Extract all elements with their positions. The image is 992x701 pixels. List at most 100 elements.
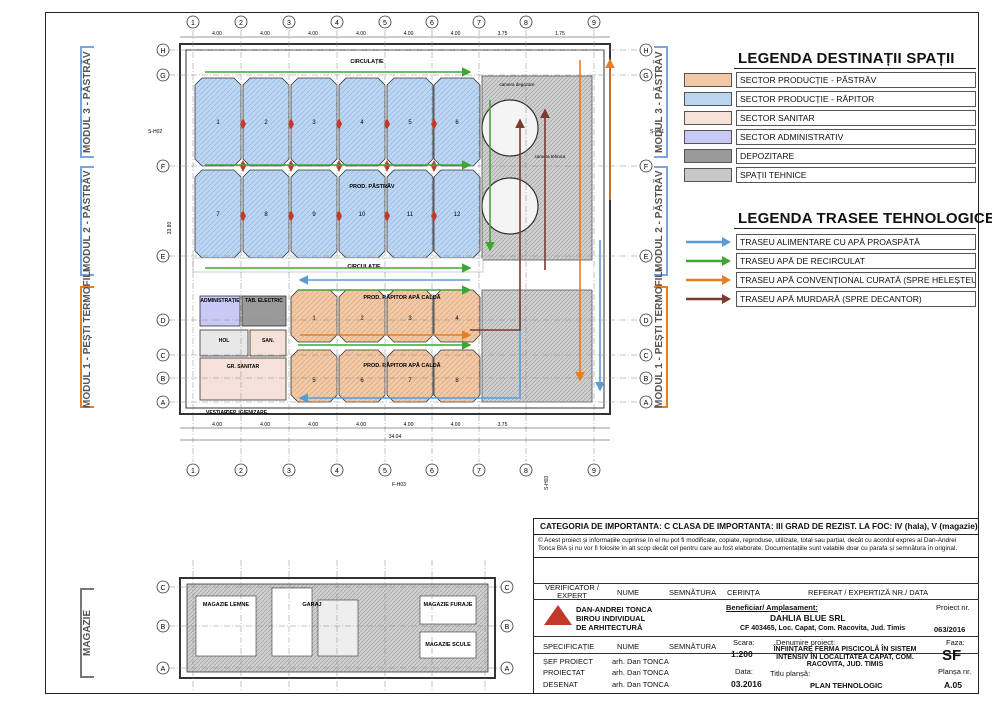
legend-route-label: TRASEU ALIMENTARE CU APĂ PROASPĂTĂ (736, 234, 976, 250)
grid-bubble (156, 661, 170, 675)
tank-number: 5 (408, 120, 412, 126)
legend-space-label: SECTOR SANITAR (736, 110, 976, 126)
legend-spaces-title: LEGENDA DESTINAȚII SPAȚII (738, 50, 955, 67)
module-2-label: MODUL 2 - PĂSTRĂV (82, 170, 93, 272)
tank-number: 11 (407, 212, 414, 218)
prod-pastrav-label: PROD. PĂSTRĂV (349, 183, 395, 190)
legend-space-item: SECTOR ADMINISTRATIV (684, 129, 976, 145)
legend-route-item: TRASEU APĂ CONVENȚIONAL CURATĂ (SPRE HEL… (684, 272, 976, 288)
dimension-text: 1.75 (555, 31, 565, 37)
dimension-total: 34.04 (389, 434, 402, 440)
titlu: PLAN TEHNOLOGIC (810, 681, 883, 690)
tank-trout (194, 77, 242, 167)
legend-routes-underline (734, 228, 976, 229)
legend-space-item: SECTOR PRODUCȚIE - RĂPITOR (684, 91, 976, 107)
grid-label: 6 (430, 20, 434, 27)
grid-bubble (186, 463, 200, 477)
grid-label: C (643, 353, 648, 360)
legend-route-label: TRASEU APĂ CONVENȚIONAL CURATĂ (SPRE HEL… (736, 272, 976, 288)
sef-proiect-label: ȘEF PROIECT (543, 657, 594, 666)
firm-name-1: DAN-ANDREI TONCA (576, 605, 653, 614)
module-2-label-right: MODUL 2 - PĂSTRĂV (654, 170, 665, 272)
dimension-text: 4.00 (212, 31, 222, 37)
technical-room-lower (481, 289, 593, 403)
grid-bubble (500, 580, 514, 594)
route-dirty-water (470, 118, 525, 331)
tank-warmwater (290, 289, 338, 343)
grid-label: C (160, 353, 165, 360)
module-3-label: MODUL 3 - PĂSTRĂV (82, 51, 93, 153)
grid-label: F (644, 164, 648, 171)
dimension-text: 4.00 (356, 31, 366, 37)
grid-bubble (234, 15, 248, 29)
magazie-scule-label: MAGAZIE SCULE (425, 642, 471, 648)
room-hol (199, 329, 249, 357)
legend-route-item: TRASEU ALIMENTARE CU APĂ PROASPĂTĂ (684, 234, 976, 250)
dimension-text: 4.00 (451, 422, 461, 428)
data-label: Data: (735, 667, 753, 676)
section-mark: F-H03 (392, 482, 406, 488)
tank-number: 3 (408, 316, 412, 322)
gr-sanitar-label: GR. SANITAR (227, 364, 260, 370)
dimension-total: 33.80 (167, 222, 173, 235)
grid-label: 6 (430, 468, 434, 475)
tank-number: 1 (312, 316, 316, 322)
grid-bubble (186, 15, 200, 29)
title-block (533, 518, 979, 694)
grid-label: A (161, 400, 166, 407)
tank-trout (290, 77, 338, 167)
h-semnatura: SEMNĂTURA (669, 588, 717, 597)
grid-bubble (282, 15, 296, 29)
legend-space-label: SECTOR PRODUCȚIE - RĂPITOR (736, 91, 976, 107)
plansa: A.05 (944, 680, 962, 690)
prod-rapitor-label: PROD. RĂPITOR APĂ CALDĂ (363, 294, 440, 301)
legend-swatch (684, 149, 732, 163)
desenat-name: arh. Dan TONCA (612, 680, 669, 689)
firm-logo (544, 605, 572, 625)
legend-space-label: SPAȚII TEHNICE (736, 167, 976, 183)
magazie-label: MAGAZIE (82, 609, 93, 657)
sheet-frame (45, 12, 979, 694)
legend-space-item: DEPOZITARE (684, 148, 976, 164)
firm-name-2: BIROU INDIVIDUAL (576, 614, 646, 623)
dimension-text: 4.00 (404, 31, 414, 37)
grid-bubble (587, 15, 601, 29)
legend-route-label: TRASEU APĂ DE RECIRCULAT (736, 253, 976, 269)
round-tank (481, 177, 539, 235)
dimension-text: 4.00 (308, 422, 318, 428)
verif-row (533, 583, 979, 600)
legend-swatch (684, 92, 732, 106)
grid-label: G (643, 73, 648, 80)
legend-space-item: SPAȚII TEHNICE (684, 167, 976, 183)
tank-warmwater (433, 349, 481, 403)
grid-bubble (378, 463, 392, 477)
tank-number: 6 (455, 120, 459, 126)
grid-label: E (644, 254, 649, 261)
grid-bubble (500, 661, 514, 675)
tab-electric-label: TAB. ELECTRIC (245, 298, 283, 304)
tank-number: 1 (216, 120, 220, 126)
grid-bubble (425, 15, 439, 29)
grid-label: B (644, 376, 649, 383)
grid-label: A (505, 666, 510, 673)
proiect-nr-label: Proiect nr. (936, 603, 970, 612)
garaj-label: GARAJ (302, 602, 321, 608)
grid-bubble (587, 463, 601, 477)
module-1-bracket (80, 286, 94, 408)
module-3-label-right: MODUL 3 - PĂSTRĂV (654, 51, 665, 153)
tank-number: 7 (408, 378, 412, 384)
room-magazie-scule (419, 631, 477, 659)
hol-label: HOL (219, 338, 230, 344)
dimension-text: 3.75 (498, 31, 508, 37)
spec-row (533, 636, 979, 654)
room-administratie (199, 295, 241, 327)
h-nume: NUME (617, 588, 640, 597)
garage-bay (317, 599, 359, 657)
grid-bubble (156, 313, 170, 327)
route-arrow-icon (684, 273, 732, 287)
grid-label: C (160, 585, 165, 592)
grid-bubble (378, 15, 392, 29)
grid-bubble (639, 68, 653, 82)
grid-bubble (639, 313, 653, 327)
grid-label: C (504, 585, 509, 592)
